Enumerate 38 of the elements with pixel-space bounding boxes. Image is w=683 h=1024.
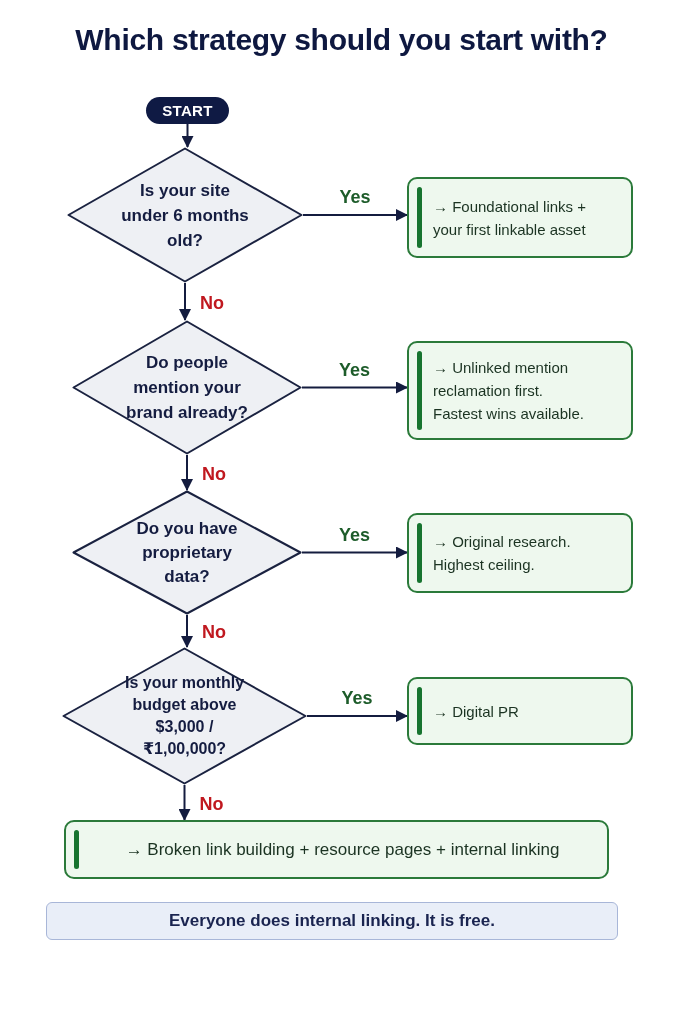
arrow: [301, 381, 408, 394]
edge-label: Yes: [339, 359, 370, 380]
arrow: [301, 546, 408, 559]
result-box: [64, 820, 609, 879]
edge-label: No: [202, 463, 226, 484]
question-text: Is your site under 6 months old?: [120, 179, 250, 252]
question-text: Do people mention your brand already?: [125, 352, 249, 424]
arrow: [181, 614, 193, 648]
result-text: → Broken link building + resource pages + internal linking: [125, 839, 560, 861]
decision-diamond: [72, 320, 302, 455]
edge-label: No: [199, 793, 224, 814]
result-box: [407, 513, 633, 593]
note-box: Everyone does internal linking. It is free.: [46, 902, 618, 940]
result-text: → Unlinked mention reclamation first. Fastest wins available.: [433, 358, 585, 424]
arrow: [181, 454, 193, 491]
result-box: [407, 341, 633, 440]
result-text: → Original research. Highest ceiling.: [433, 532, 572, 575]
edge-label: Yes: [339, 524, 370, 545]
arrow: [306, 710, 408, 722]
title: Which strategy should you start with?: [74, 22, 609, 58]
result-text: → Foundational links + your first linkable asset: [433, 196, 587, 240]
start-terminal: START: [146, 97, 229, 124]
result-box: [407, 677, 633, 745]
arrow: [302, 209, 408, 221]
arrow: [178, 784, 191, 821]
decision-diamond: [72, 490, 302, 615]
edge-label: No: [202, 622, 226, 642]
edge-label: No: [200, 292, 224, 313]
result-text: → Digital PR: [433, 701, 519, 722]
edge-label: Yes: [339, 187, 371, 207]
decision-diamond: [67, 147, 303, 283]
edge-label: Yes: [341, 688, 373, 708]
decision-diamond: [62, 647, 307, 785]
arrow: [181, 123, 194, 148]
result-box: [407, 177, 633, 258]
question-text: Is your monthly budget above $3,000 / ₹1,00,000?: [123, 673, 246, 759]
arrow: [179, 282, 191, 321]
question-text: Do you have proprietary data?: [135, 517, 239, 588]
